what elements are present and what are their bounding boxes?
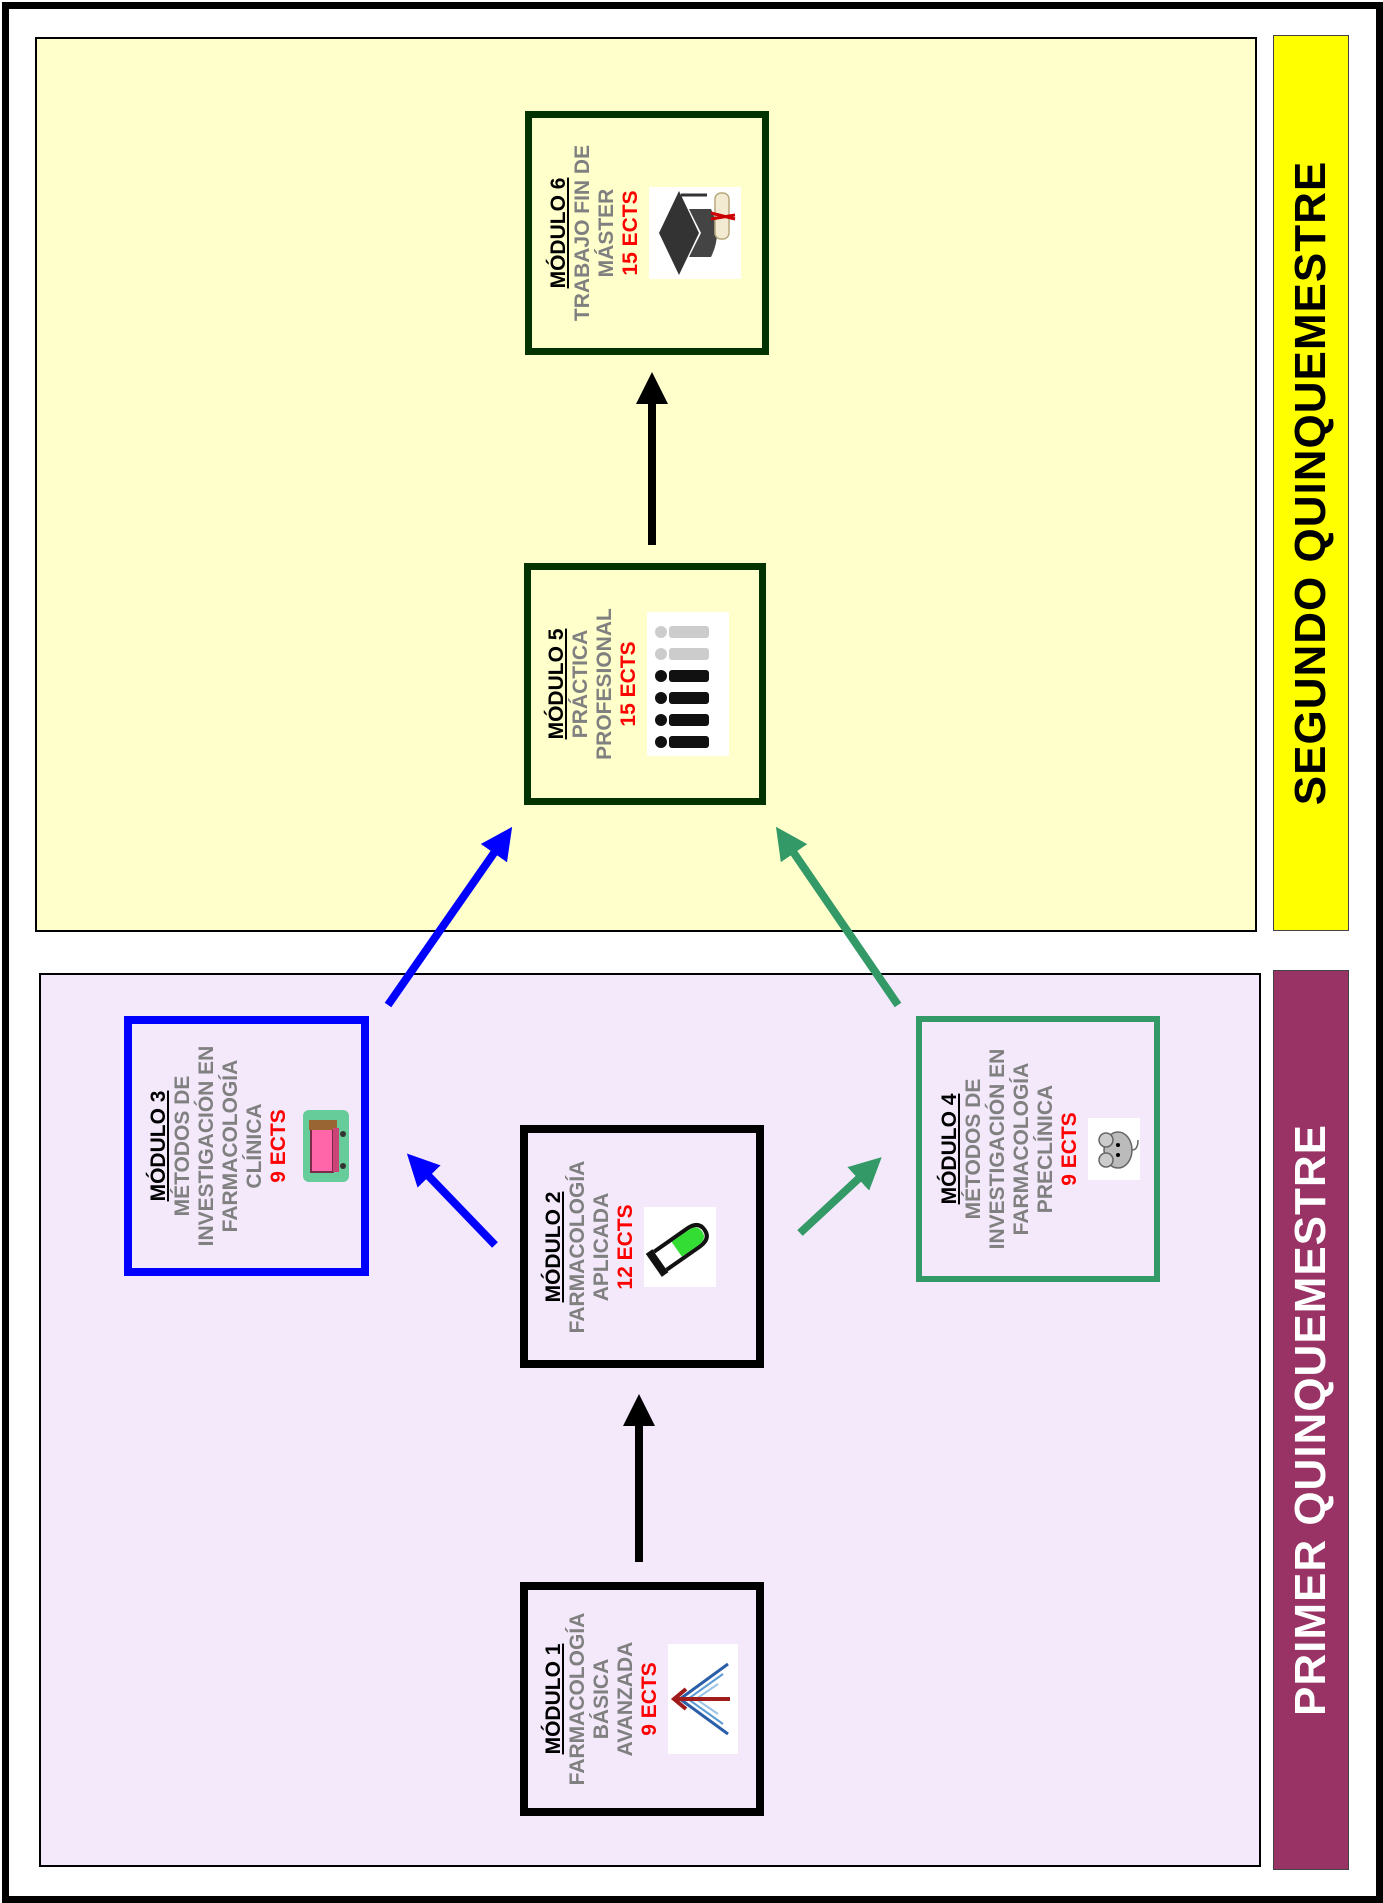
- module-5-box: MÓDULO 5 PRÁCTICA PROFESIONAL 15 ECTS: [524, 563, 766, 805]
- module-2-box: MÓDULO 2 FARMACOLOGÍA APLICADA 12 ECTS: [520, 1125, 764, 1368]
- module-2-ects: 12 ECTS: [614, 1203, 637, 1290]
- module-3-ects: 9 ECTS: [266, 1109, 290, 1183]
- second-semester-region: [35, 37, 1257, 932]
- module-6-ects: 15 ECTS: [619, 190, 642, 276]
- module-3-name: MÉTODOS DE INVESTIGACIÓN EN FARMACOLOGÍA…: [170, 1045, 266, 1247]
- module-4-ects: 9 ECTS: [1058, 1112, 1081, 1186]
- molecule-icon: [668, 1644, 743, 1754]
- module-5-ects: 15 ECTS: [617, 641, 640, 727]
- module-3-box: MÓDULO 3 MÉTODOS DE INVESTIGACIÓN EN FAR…: [124, 1016, 369, 1276]
- second-semester-band: SEGUNDO QUINQUEMESTRE: [1273, 35, 1349, 931]
- module-2-title: MÓDULO 2: [542, 1191, 565, 1302]
- module-4-box: MÓDULO 4 MÉTODOS DE INVESTIGACIÓN EN FAR…: [916, 1016, 1160, 1282]
- arrow-m2-to-m3: [406, 1153, 498, 1248]
- module-1-name: FARMACOLOGÍA BÁSICA AVANZADA: [566, 1612, 637, 1786]
- arrow-m4-to-m5: [775, 826, 902, 1008]
- module-4-title: MÓDULO 4: [938, 1093, 961, 1205]
- module-6-name: TRABAJO FIN DE MÁSTER: [571, 144, 618, 322]
- arrow-m2-to-m4: [797, 1157, 882, 1236]
- module-6-box: MÓDULO 6 TRABAJO FIN DE MÁSTER 15 ECTS: [525, 111, 769, 355]
- module-6-title: MÓDULO 6: [547, 177, 570, 289]
- module-1-box: MÓDULO 1 FARMACOLOGÍA BÁSICA AVANZADA 9 …: [520, 1582, 764, 1816]
- arrow-m3-to-m5: [384, 826, 513, 1008]
- first-semester-band: PRIMER QUINQUEMESTRE: [1273, 970, 1349, 1870]
- module-1-ects: 9 ECTS: [638, 1662, 661, 1736]
- mouse-icon: [1088, 1118, 1145, 1180]
- hospital-bed-icon: [297, 1106, 360, 1186]
- module-1-title: MÓDULO 1: [542, 1643, 565, 1755]
- module-4-name: MÉTODOS DE INVESTIGACIÓN EN FARMACOLOGÍA…: [962, 1048, 1057, 1250]
- graduation-cap-diploma-icon: [649, 187, 746, 279]
- test-tube-icon: [644, 1206, 721, 1287]
- professionals-silhouettes-icon: [647, 612, 734, 756]
- module-2-name: FARMACOLOGÍA APLICADA: [566, 1160, 613, 1333]
- module-3-title: MÓDULO 3: [146, 1090, 170, 1202]
- module-5-title: MÓDULO 5: [545, 628, 568, 740]
- module-5-name: PRÁCTICA PROFESIONAL: [569, 608, 616, 760]
